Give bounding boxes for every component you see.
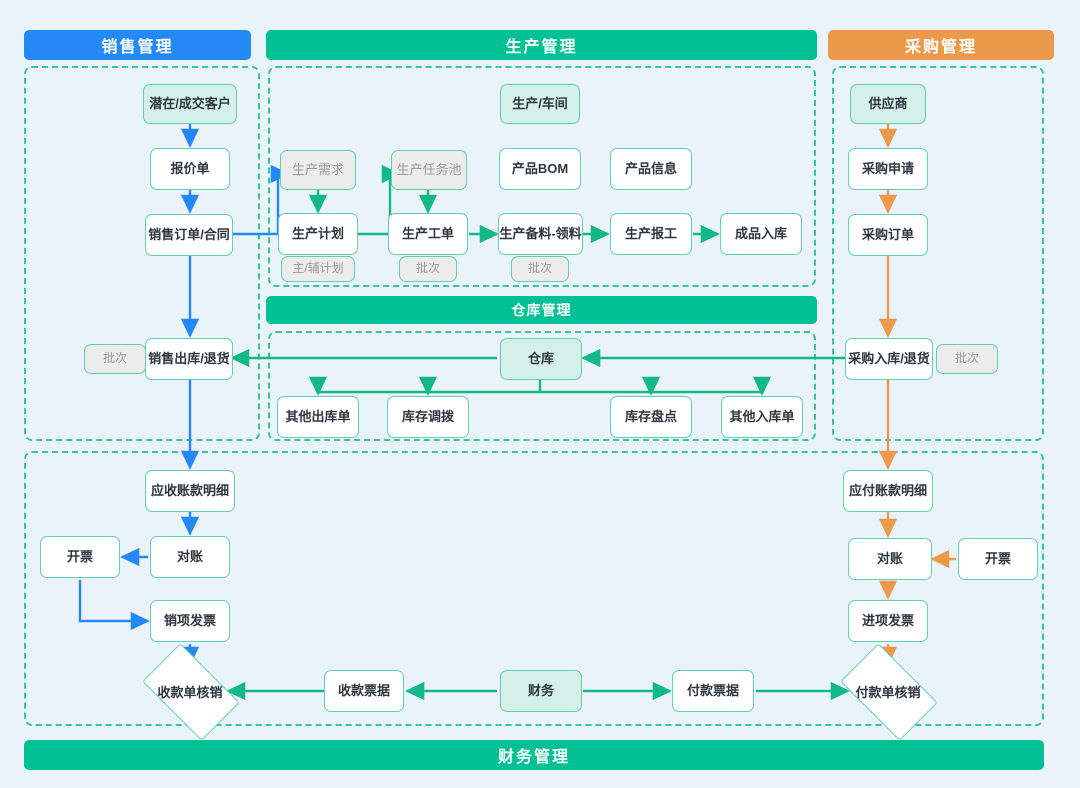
section-header-production-label: 生产管理 — [505, 39, 578, 56]
node-supplier[interactable]: 供应商 — [850, 84, 926, 124]
node-ap-detail-label: 应付账款明细 — [848, 482, 927, 498]
node-work-order-label: 生产工单 — [401, 225, 454, 241]
node-other-outbound[interactable]: 其他出库单 — [277, 396, 359, 438]
node-production-workshop[interactable]: 生产/车间 — [500, 84, 580, 124]
node-ap-invoicing[interactable]: 开票 — [958, 538, 1038, 580]
node-production-task-pool-label: 生产任务池 — [396, 161, 462, 177]
node-work-order[interactable]: 生产工单 — [388, 213, 468, 255]
node-production-plan-label: 生产计划 — [291, 225, 344, 241]
node-receipt-voucher-label: 收款票据 — [337, 682, 390, 698]
node-receipt-voucher[interactable]: 收款票据 — [324, 670, 404, 712]
node-other-inbound-label: 其他入库单 — [729, 408, 795, 424]
node-payment-writeoff[interactable]: 付款单核销 — [840, 643, 938, 741]
frame-finance — [24, 451, 1044, 726]
node-input-invoice[interactable]: 进项发票 — [848, 600, 928, 642]
node-product-info-label: 产品信息 — [624, 160, 677, 176]
tag-sales-outbound-batch: 批次 — [84, 344, 146, 374]
node-warehouse-hub[interactable]: 仓库 — [500, 338, 582, 380]
node-production-report-label: 生产报工 — [624, 225, 677, 241]
section-header-finance-label: 财务管理 — [497, 749, 570, 766]
node-purchase-order[interactable]: 采购订单 — [848, 214, 928, 256]
node-receipt-writeoff[interactable]: 收款单核销 — [142, 643, 240, 741]
node-inventory-stocktake[interactable]: 库存盘点 — [610, 396, 692, 438]
node-other-outbound-label: 其他出库单 — [285, 408, 351, 424]
node-sales-order-label: 销售订单/合同 — [148, 226, 230, 242]
node-payment-writeoff-label: 付款单核销 — [855, 684, 921, 700]
node-production-demand-label: 生产需求 — [291, 161, 344, 177]
node-inventory-stocktake-label: 库存盘点 — [624, 408, 677, 424]
section-header-purchase: 采购管理 — [828, 30, 1054, 60]
node-output-invoice-label: 销项发票 — [163, 612, 216, 628]
node-production-workshop-label: 生产/车间 — [512, 95, 568, 111]
node-quotation-label: 报价单 — [170, 160, 210, 176]
node-production-demand[interactable]: 生产需求 — [280, 150, 356, 190]
node-finance-hub-label: 财务 — [527, 682, 554, 698]
node-quotation[interactable]: 报价单 — [150, 148, 230, 190]
node-finished-goods-in-label: 成品入库 — [734, 225, 787, 241]
tag-purchase-stock-in-batch: 批次 — [936, 344, 998, 374]
node-supplier-label: 供应商 — [868, 95, 908, 111]
frame-sales — [24, 66, 260, 441]
node-potential-customer[interactable]: 潜在/成交客户 — [143, 84, 237, 124]
section-header-production: 生产管理 — [266, 30, 817, 60]
section-header-sales-label: 销售管理 — [101, 39, 174, 56]
node-other-inbound[interactable]: 其他入库单 — [721, 396, 803, 438]
tag-production-plan: 主/辅计划 — [281, 256, 355, 282]
tag-work-order-batch-label: 批次 — [415, 261, 440, 276]
node-inventory-transfer-label: 库存调拨 — [401, 408, 454, 424]
node-sales-order[interactable]: 销售订单/合同 — [145, 214, 233, 256]
node-product-info[interactable]: 产品信息 — [610, 148, 692, 190]
tag-work-order-batch: 批次 — [399, 256, 457, 282]
node-finished-goods-in[interactable]: 成品入库 — [720, 213, 802, 255]
section-header-sales: 销售管理 — [24, 30, 251, 60]
node-potential-customer-label: 潜在/成交客户 — [149, 95, 231, 111]
node-production-plan[interactable]: 生产计划 — [278, 213, 358, 255]
node-output-invoice[interactable]: 销项发票 — [150, 600, 230, 642]
node-ar-invoicing[interactable]: 开票 — [40, 536, 120, 578]
tag-sales-outbound-batch-label: 批次 — [102, 351, 127, 366]
node-purchase-stock-in[interactable]: 采购入库/退货 — [845, 338, 933, 380]
node-product-bom-label: 产品BOM — [511, 160, 569, 176]
section-header-finance: 财务管理 — [24, 740, 1044, 770]
tag-purchase-stock-in-batch-label: 批次 — [954, 351, 979, 366]
node-warehouse-hub-label: 仓库 — [527, 350, 554, 366]
node-inventory-transfer[interactable]: 库存调拨 — [387, 396, 469, 438]
section-header-purchase-label: 采购管理 — [904, 39, 977, 56]
tag-material-picking-batch: 批次 — [511, 256, 569, 282]
node-ar-reconcile[interactable]: 对账 — [150, 536, 230, 578]
node-purchase-requisition-label: 采购申请 — [861, 160, 914, 176]
node-receipt-writeoff-label: 收款单核销 — [157, 684, 223, 700]
node-payment-voucher[interactable]: 付款票据 — [672, 670, 754, 712]
node-ap-detail[interactable]: 应付账款明细 — [843, 470, 933, 512]
node-material-picking-label: 生产备料-领料 — [499, 225, 582, 241]
node-material-picking[interactable]: 生产备料-领料 — [498, 213, 583, 255]
node-purchase-requisition[interactable]: 采购申请 — [848, 148, 928, 190]
node-input-invoice-label: 进项发票 — [861, 612, 914, 628]
node-purchase-order-label: 采购订单 — [861, 226, 914, 242]
tag-material-picking-batch-label: 批次 — [527, 261, 552, 276]
node-ap-invoicing-label: 开票 — [984, 550, 1011, 566]
node-ar-invoicing-label: 开票 — [66, 548, 93, 564]
tag-production-plan-label: 主/辅计划 — [292, 261, 344, 276]
node-purchase-stock-in-label: 采购入库/退货 — [848, 350, 930, 366]
node-production-task-pool[interactable]: 生产任务池 — [391, 150, 467, 190]
node-ap-reconcile-label: 对账 — [876, 550, 903, 566]
node-ar-detail-label: 应收账款明细 — [150, 482, 229, 498]
node-ap-reconcile[interactable]: 对账 — [848, 538, 932, 580]
section-header-warehouse: 仓库管理 — [266, 296, 817, 324]
frame-warehouse — [268, 331, 816, 441]
node-payment-voucher-label: 付款票据 — [686, 682, 739, 698]
node-finance-hub[interactable]: 财务 — [500, 670, 582, 712]
frame-purchase — [832, 66, 1044, 441]
node-ar-detail[interactable]: 应收账款明细 — [145, 470, 235, 512]
section-header-warehouse-label: 仓库管理 — [511, 302, 572, 318]
node-ar-reconcile-label: 对账 — [176, 548, 203, 564]
node-production-report[interactable]: 生产报工 — [610, 213, 692, 255]
node-sales-outbound-label: 销售出库/退货 — [148, 350, 230, 366]
node-product-bom[interactable]: 产品BOM — [499, 148, 581, 190]
node-sales-outbound[interactable]: 销售出库/退货 — [145, 338, 233, 380]
